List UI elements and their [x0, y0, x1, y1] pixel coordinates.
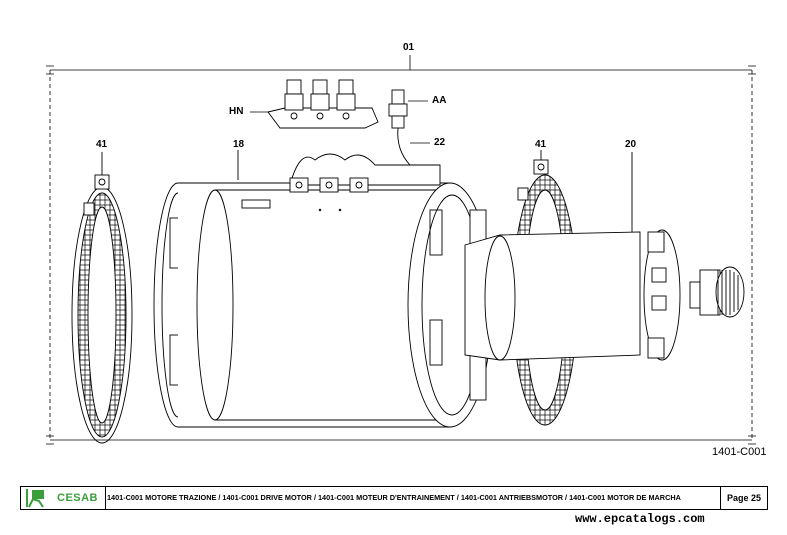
callout-01: 01 — [403, 42, 415, 53]
callout-41-right: 41 — [535, 139, 547, 150]
dimension-frame — [46, 55, 756, 445]
hose-clamp-left — [71, 152, 133, 444]
callout-hn: HN — [229, 106, 244, 117]
figure-code: 1401-C001 — [712, 446, 767, 458]
page-number: Page 25 — [720, 487, 767, 509]
terminal-block — [267, 79, 379, 129]
leader-lines — [250, 100, 430, 144]
speed-sensor — [388, 89, 411, 166]
footer-bar: CESAB 1401-C001 MOTORE TRAZIONE / 1401-C… — [20, 486, 768, 510]
rotor-end-assembly — [464, 152, 745, 361]
callout-20: 20 — [625, 139, 637, 150]
watermark-url: www.epcatalogs.com — [575, 512, 705, 526]
callout-aa: AA — [432, 95, 447, 106]
brand-name: CESAB — [57, 492, 99, 504]
callout-22: 22 — [434, 137, 446, 148]
callout-41-left: 41 — [96, 139, 108, 150]
brand-logo: CESAB — [21, 487, 106, 509]
power-terminals — [289, 153, 441, 193]
callout-18: 18 — [233, 139, 245, 150]
footer-title: 1401-C001 MOTORE TRAZIONE / 1401-C001 DR… — [107, 493, 681, 502]
forklift-icon — [26, 489, 44, 508]
